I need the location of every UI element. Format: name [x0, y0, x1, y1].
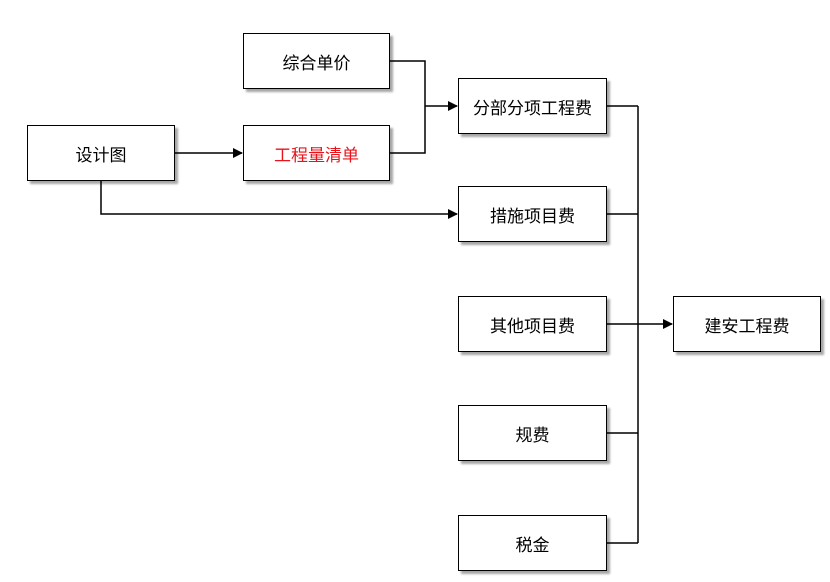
node-regulatory-fees-label: 规费 [515, 425, 550, 446]
node-construction-cost: 建安工程费 [673, 296, 821, 352]
edge-unitprice-to-bracket [390, 60, 426, 154]
node-measures-cost: 措施项目费 [458, 186, 607, 242]
node-measures-cost-label: 措施项目费 [490, 206, 575, 227]
node-construction-cost-label: 建安工程费 [704, 316, 790, 337]
node-design-drawing-label: 设计图 [75, 145, 127, 166]
node-bill-of-quantities-label: 工程量清单 [274, 145, 359, 166]
edge-design-to-measures [100, 181, 458, 219]
node-sub-item-cost: 分部分项工程费 [458, 78, 607, 134]
node-sub-item-cost-label: 分部分项工程费 [473, 98, 592, 119]
node-design-drawing: 设计图 [27, 125, 175, 181]
node-other-items-cost: 其他项目费 [458, 296, 607, 352]
node-taxes: 税金 [458, 515, 607, 571]
node-regulatory-fees: 规费 [458, 405, 607, 461]
node-unit-price-label: 综合单价 [282, 53, 351, 74]
node-taxes-label: 税金 [515, 535, 550, 556]
node-bill-of-quantities: 工程量清单 [243, 125, 390, 181]
node-unit-price: 综合单价 [243, 33, 390, 89]
node-other-items-cost-label: 其他项目费 [490, 316, 575, 337]
